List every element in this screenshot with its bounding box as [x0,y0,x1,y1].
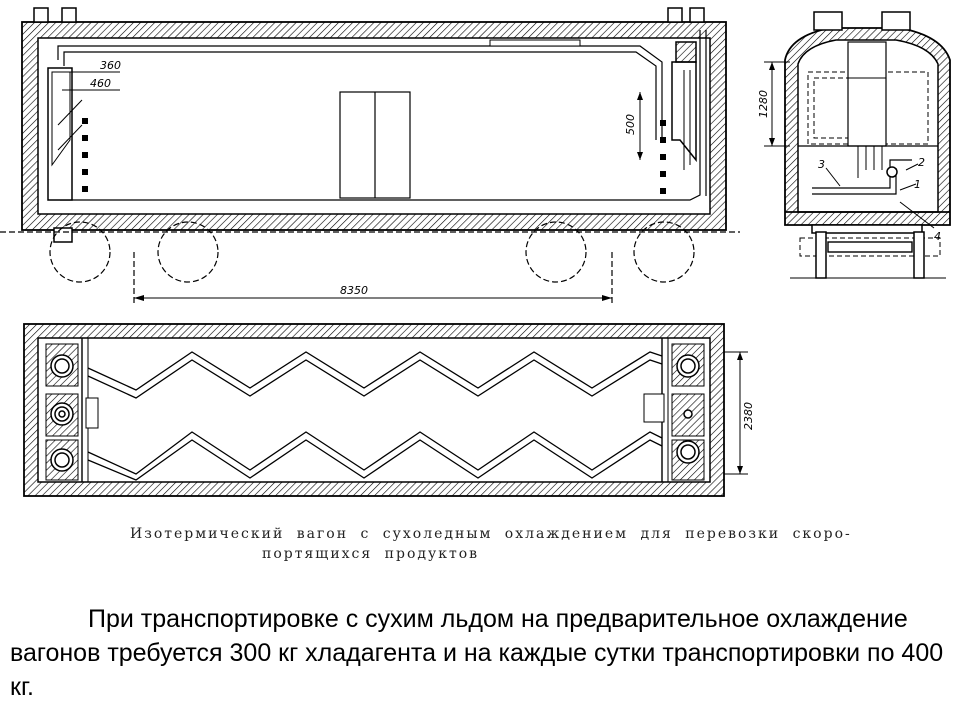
callout-3: 3 [818,158,825,171]
caption-line-1: Изотермический вагон с сухоледным охлажд… [130,526,852,542]
callout-1: 1 [914,178,921,191]
plan-view [23,323,748,497]
caption-line-2: портящихся продуктов [262,546,480,562]
dim-2380: 2380 [742,402,755,430]
dim-500: 500 [624,114,637,135]
dim-360: 360 [100,59,121,72]
dim-1280: 1280 [757,90,770,118]
technical-drawing: 360 460 500 8350 [0,7,951,497]
callout-4: 4 [934,230,941,243]
side-view [0,7,740,304]
figure-caption: Изотермический вагон с сухоледным охлажд… [130,524,942,564]
callout-2: 2 [918,156,925,169]
end-view [764,11,951,279]
dim-8350: 8350 [340,284,368,297]
body-paragraph: При транспортировке с сухим льдом на пре… [10,605,944,701]
dim-460: 460 [90,77,111,90]
